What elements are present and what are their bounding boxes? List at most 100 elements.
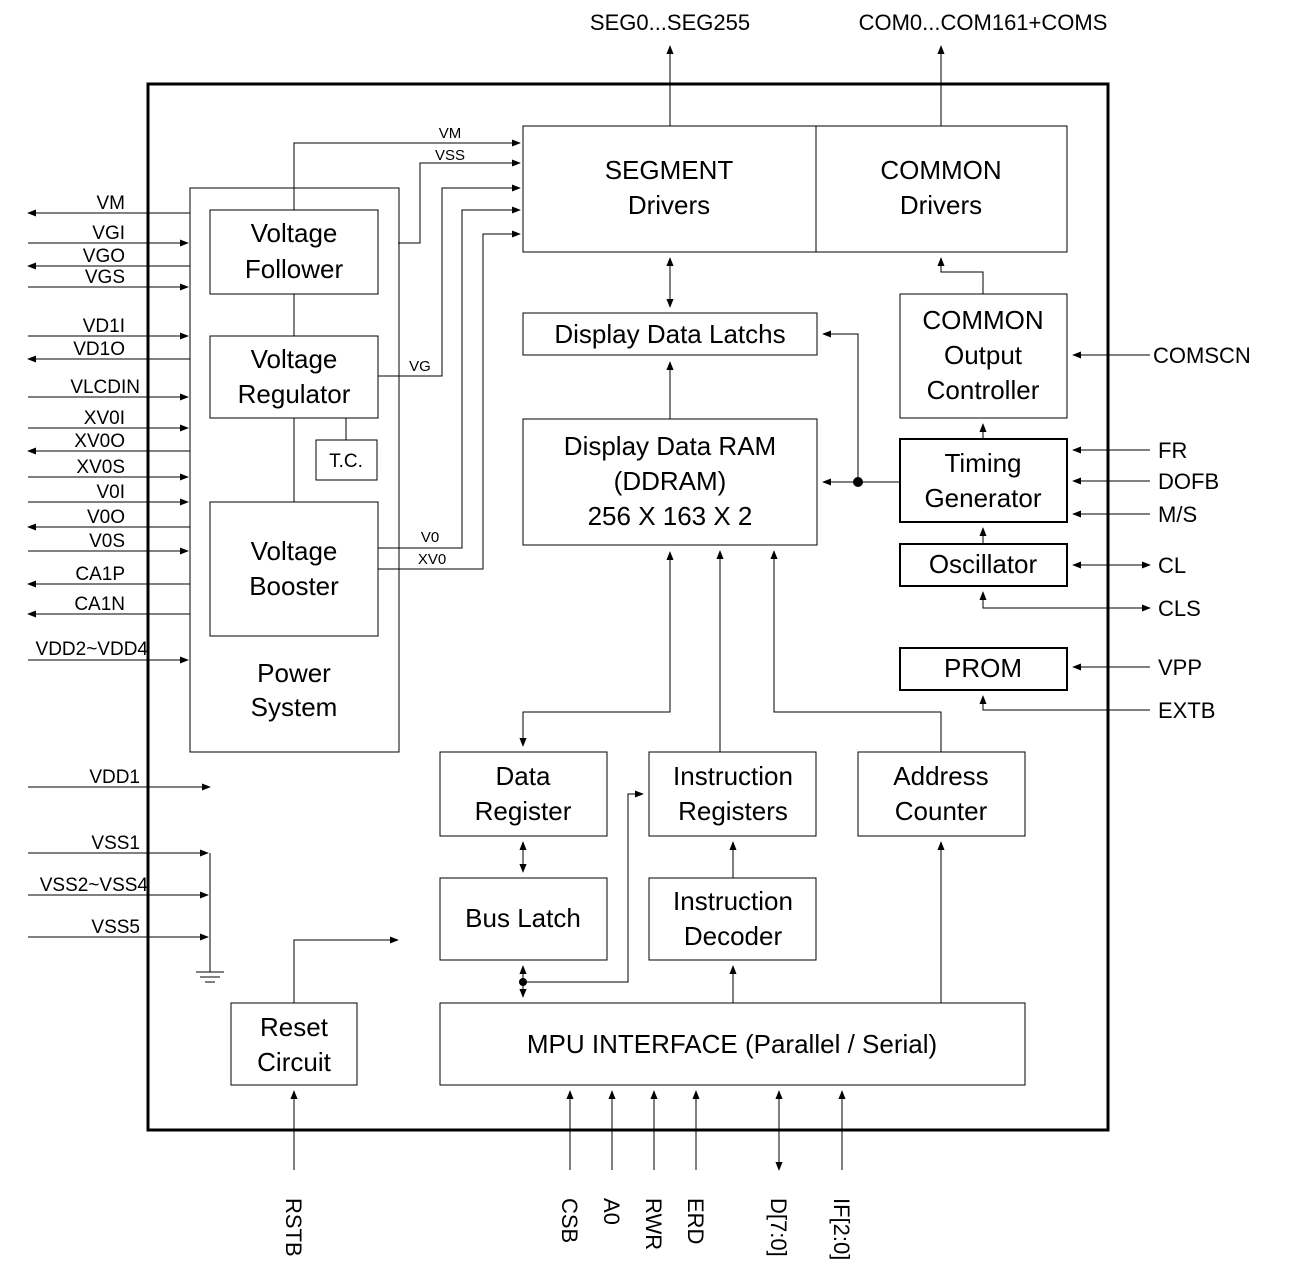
pin-xv0o: XV0O (74, 431, 125, 452)
common-drivers-line1: COMMON (880, 155, 1001, 185)
reset-circuit-block (230, 1002, 358, 1086)
pin-ms: M/S (1158, 502, 1197, 527)
voltage-booster-block (209, 501, 379, 637)
oscillator-block (899, 543, 1068, 587)
reset-circuit-line1: Reset (260, 1012, 329, 1042)
vss-signal-label: VSS (435, 147, 465, 164)
oscillator-label: Oscillator (929, 549, 1038, 579)
instruction-registers-line2: Registers (678, 796, 788, 826)
xv0-signal-label: XV0 (418, 551, 446, 568)
instruction-decoder-line2: Decoder (684, 921, 783, 951)
bottom-pins: RSTB CSB A0 RWR ERD D[7:0] IF[2:0] (281, 1090, 854, 1260)
pin-vd1i: VD1I (83, 316, 125, 337)
pin-v0s: V0S (89, 531, 125, 552)
vg-line (378, 184, 521, 377)
pin-vd1o: VD1O (73, 339, 125, 360)
data-register-line2: Register (475, 796, 572, 826)
timing-generator-block (899, 438, 1068, 523)
pin-vgi: VGI (92, 223, 125, 244)
pin-vgo: VGO (83, 246, 125, 267)
cls-line (979, 591, 1151, 612)
tc-label: T.C. (329, 451, 363, 472)
address-counter-line1: Address (893, 761, 988, 791)
mpu-interface-label: MPU INTERFACE (Parallel / Serial) (527, 1029, 937, 1059)
seg-output-pins: SEG0...SEG255 (590, 10, 750, 35)
ddram-line1: Display Data RAM (564, 431, 776, 461)
pin-v0o: V0O (87, 507, 125, 528)
voltage-regulator-line1: Voltage (251, 344, 338, 374)
instruction-registers-block (648, 751, 817, 837)
timing-generator-line1: Timing (944, 448, 1021, 478)
pin-vdd2-vdd4: VDD2~VDD4 (36, 639, 149, 660)
pin-d70: D[7:0] (766, 1198, 791, 1257)
address-counter-block (857, 751, 1026, 837)
ground-icon (196, 971, 224, 983)
voltage-follower-block (209, 209, 379, 295)
instruction-registers-line1: Instruction (673, 761, 793, 791)
pin-ca1n: CA1N (74, 594, 125, 615)
pin-vpp: VPP (1158, 655, 1202, 680)
pin-vss2-vss4: VSS2~VSS4 (40, 875, 149, 896)
pin-erd: ERD (683, 1198, 708, 1244)
prom-label: PROM (944, 653, 1022, 683)
bus-latch-label: Bus Latch (465, 903, 581, 933)
addr-ddram-arrow (770, 550, 942, 752)
pin-dofb: DOFB (1158, 469, 1219, 494)
voltage-booster-line2: Booster (249, 571, 339, 601)
ddram-data-register-arrow (519, 551, 674, 747)
voltage-regulator-block (209, 335, 379, 419)
pin-v0i: V0I (96, 482, 125, 503)
pin-if20: IF[2:0] (829, 1198, 854, 1260)
common-drivers-line2: Drivers (900, 190, 982, 220)
pin-extb: EXTB (1158, 698, 1215, 723)
display-data-latchs-label: Display Data Latchs (554, 319, 785, 349)
prom-block (899, 647, 1068, 691)
pin-xv0s: XV0S (76, 457, 125, 478)
data-register-block (439, 751, 608, 837)
voltage-follower-line2: Follower (245, 254, 344, 284)
display-data-latchs-block (522, 312, 818, 356)
common-output-controller-line2: Output (944, 340, 1023, 370)
pin-cl: CL (1158, 553, 1186, 578)
vss-line (398, 159, 521, 244)
pin-vss1: VSS1 (91, 833, 140, 854)
controller-common-arrow (937, 257, 984, 294)
vm-line (293, 139, 521, 210)
bus-instr-arrow (523, 790, 644, 983)
pin-xv0i: XV0I (84, 408, 125, 429)
xv0-line (378, 230, 521, 570)
pin-vss5: VSS5 (91, 917, 140, 938)
pin-rwr: RWR (641, 1198, 666, 1250)
power-system-line1: Power (257, 658, 331, 688)
pin-a0: A0 (599, 1198, 624, 1225)
vg-signal-label: VG (409, 358, 431, 375)
instruction-decoder-block (648, 877, 817, 961)
segment-drivers-line1: SEGMENT (605, 155, 734, 185)
drivers-block (522, 125, 1068, 253)
right-pins: COMSCN FR DOFB M/S CL CLS VPP EXTB (979, 343, 1251, 723)
pin-vdd1: VDD1 (89, 767, 140, 788)
pin-fr: FR (1158, 438, 1187, 463)
pin-cls: CLS (1158, 596, 1201, 621)
common-output-controller-line1: COMMON (922, 305, 1043, 335)
reset-circuit-line2: Circuit (257, 1047, 331, 1077)
v0-line (378, 206, 521, 549)
common-output-controller-block (899, 293, 1068, 419)
voltage-regulator-line2: Regulator (238, 379, 351, 409)
left-pins: VM VGI VGO VGS VD1I VD1O VLCDIN XV0I XV0… (27, 193, 224, 983)
extb-line (979, 695, 1150, 711)
data-register-line1: Data (496, 761, 551, 791)
v0-signal-label: V0 (421, 529, 439, 546)
vm-signal-label: VM (439, 125, 462, 142)
common-output-controller-line3: Controller (927, 375, 1040, 405)
timing-generator-line2: Generator (924, 483, 1041, 513)
voltage-follower-line1: Voltage (251, 218, 338, 248)
segment-drivers-line2: Drivers (628, 190, 710, 220)
address-counter-line2: Counter (895, 796, 988, 826)
pin-ca1p: CA1P (75, 564, 125, 585)
pin-csb: CSB (557, 1198, 582, 1243)
mpu-interface-block (439, 1002, 1026, 1086)
timing-latch-arrow (822, 330, 859, 482)
pin-comscn: COMSCN (1153, 343, 1251, 368)
ddram-line3: 256 X 163 X 2 (588, 501, 753, 531)
